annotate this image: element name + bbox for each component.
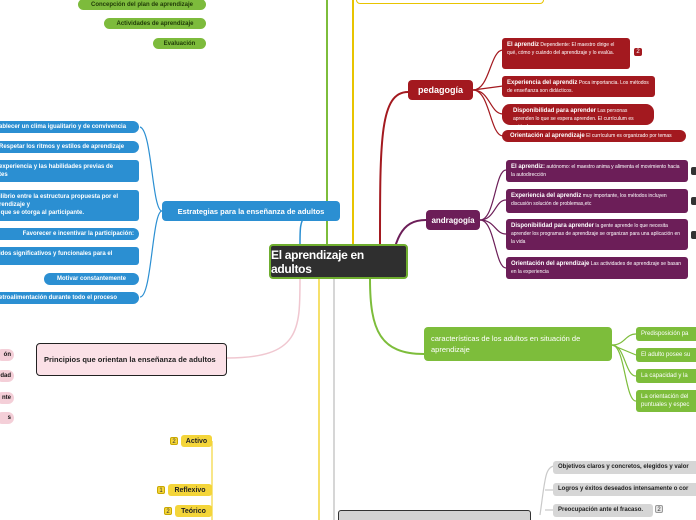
link-est-top bbox=[139, 126, 163, 212]
preocupacion-badge[interactable]: 2 bbox=[655, 505, 663, 513]
andragogia-item-disponibilidad[interactable]: Disponibilidad para aprender la gente ap… bbox=[506, 219, 688, 250]
estrategias-item-motivar[interactable]: Motivar constantemente bbox=[44, 273, 139, 285]
link-est-bottom bbox=[139, 210, 163, 298]
top-cut-node[interactable] bbox=[356, 0, 544, 4]
estrategias-item-equilibrio[interactable]: ilibrio entre la estructura propuesta po… bbox=[0, 190, 139, 221]
link-ped-2 bbox=[472, 85, 504, 91]
link-caracteristicas bbox=[369, 278, 425, 355]
estrategias-item-contenidos[interactable]: idos significativos y funcionales para e… bbox=[0, 247, 139, 265]
and-item-text: la gente aprende lo que necesita aprende… bbox=[511, 223, 680, 245]
caracteristicas-item-2[interactable]: El adulto posee su bbox=[636, 348, 696, 362]
estrategias-node[interactable]: Estrategias para la enseñanza de adultos bbox=[162, 201, 340, 221]
principios-item-4[interactable]: s bbox=[0, 412, 14, 424]
ped-item-text: Dependiente: El maestro dirige el qué, c… bbox=[507, 42, 615, 56]
principios-item-3[interactable]: nte bbox=[0, 392, 14, 404]
link-gray-1 bbox=[539, 465, 556, 516]
andragogia-item-orientacion[interactable]: Orientación del aprendizaje Las activida… bbox=[506, 257, 688, 279]
and-item-text: Las actividades de aprendizaje se basan … bbox=[511, 261, 682, 275]
top-left-item-concepcion[interactable]: Concepción del plan de aprendizaje bbox=[78, 0, 206, 10]
link-and-2 bbox=[479, 199, 507, 221]
caracteristicas-label: características de los adultos en situac… bbox=[431, 334, 581, 354]
ped-item-text: El currículum es organizado por temas bbox=[586, 133, 672, 139]
link-ped-4 bbox=[472, 89, 504, 137]
principios-item-1[interactable]: ón bbox=[0, 349, 14, 361]
bottom-left-item-reflexivo[interactable]: Reflexivo bbox=[168, 484, 212, 496]
pedagogia-badge[interactable]: 2 bbox=[634, 48, 642, 56]
link-and-1 bbox=[479, 169, 507, 221]
link-principios bbox=[226, 278, 301, 359]
central-topic[interactable]: El aprendizaje en adultos bbox=[269, 244, 408, 279]
estrategias-item-participacion[interactable]: Favorecer e incentivar la participación: bbox=[0, 228, 139, 240]
bottom-left-item-activo[interactable]: Activo bbox=[181, 435, 212, 447]
bottom-right-item-logros[interactable]: Logros y éxitos deseados intensamente o … bbox=[553, 483, 696, 496]
andragogia-node[interactable]: andragogía bbox=[426, 210, 480, 230]
bottom-left-item-teorico[interactable]: Teórico bbox=[175, 505, 212, 517]
andragogia-item-experiencia[interactable]: Experiencia del aprendiz muy importante,… bbox=[506, 189, 688, 213]
top-left-item-actividades[interactable]: Actividades de aprendizaje bbox=[104, 18, 206, 29]
estrategias-item-experiencia[interactable]: experiencia y las habilidades previas de… bbox=[0, 160, 139, 182]
andragogia-badge-2[interactable] bbox=[691, 197, 696, 205]
andragogia-item-aprendiz[interactable]: El aprendiz: autónomo: el maestro anima … bbox=[506, 160, 688, 182]
link-ped-1 bbox=[472, 49, 504, 91]
link-car-4 bbox=[611, 344, 637, 402]
estrategias-item-ritmos[interactable]: Respetar los ritmos y estilos de aprendi… bbox=[0, 141, 139, 153]
and-item-title: Experiencia del aprendiz bbox=[511, 193, 582, 199]
ped-item-title: Experiencia del aprendiz bbox=[507, 80, 578, 86]
principios-node[interactable]: Principios que orientan la enseñanza de … bbox=[36, 343, 227, 376]
pedagogia-item-aprendiz[interactable]: El aprendiz Dependiente: El maestro diri… bbox=[502, 38, 630, 69]
pedagogia-item-disponibilidad[interactable]: Disponibilidad para aprender Las persona… bbox=[502, 104, 654, 125]
activo-badge[interactable]: 2 bbox=[170, 437, 178, 445]
ped-item-text: Poca importancia. Los métodos de enseñan… bbox=[507, 80, 649, 94]
ped-item-text: Las personas aprenden lo que se espera a… bbox=[513, 108, 634, 125]
and-item-text: autónomo: el maestro anima y alimenta el… bbox=[511, 164, 680, 178]
ped-item-title: El aprendiz bbox=[507, 42, 540, 48]
central-title: El aprendizaje en adultos bbox=[271, 247, 364, 276]
bottom-right-item-objetivos[interactable]: Objetivos claros y concretos, elegidos y… bbox=[553, 461, 696, 474]
teorico-badge[interactable]: 2 bbox=[164, 507, 172, 515]
principios-label: Principios que orientan la enseñanza de … bbox=[44, 355, 216, 364]
and-item-title: El aprendiz: bbox=[511, 164, 546, 170]
caracteristicas-item-4[interactable]: La orientación del puntuales y espec bbox=[636, 390, 696, 412]
pedagogia-node[interactable]: pedagogía bbox=[408, 80, 473, 100]
link-car-1 bbox=[611, 333, 637, 346]
estrategias-item-retroalimentacion[interactable]: etroalimentación durante todo el proceso bbox=[0, 292, 139, 304]
estrategias-item-clima[interactable]: ablecer un clima igualitario y de conviv… bbox=[0, 121, 139, 133]
principios-item-2[interactable]: dad bbox=[0, 370, 14, 382]
and-item-title: Disponibilidad para aprender bbox=[511, 223, 595, 229]
caracteristicas-node[interactable]: características de los adultos en situac… bbox=[424, 327, 612, 361]
link-and-3 bbox=[479, 219, 507, 235]
and-item-title: Orientación del aprendizaje bbox=[511, 261, 590, 267]
pedagogia-item-orientacion[interactable]: Orientación al aprendizaje El currículum… bbox=[502, 130, 686, 142]
reflexivo-badge[interactable]: 1 bbox=[157, 486, 165, 494]
link-and-4 bbox=[479, 219, 507, 269]
pedagogia-item-experiencia[interactable]: Experiencia del aprendiz Poca importanci… bbox=[502, 76, 655, 97]
andragogia-badge-1[interactable] bbox=[691, 167, 696, 175]
and-item-text: muy importante, los métodos incluyen dis… bbox=[511, 193, 667, 207]
caracteristicas-item-3[interactable]: La capacidad y la bbox=[636, 369, 696, 383]
ped-item-title: Disponibilidad para aprender bbox=[513, 108, 597, 114]
ped-item-title: Orientación al aprendizaje bbox=[510, 133, 585, 139]
bottom-center-topic[interactable] bbox=[338, 510, 531, 520]
top-left-item-evaluacion[interactable]: Evaluación bbox=[153, 38, 206, 49]
caracteristicas-item-1[interactable]: Predisposición pa bbox=[636, 327, 696, 341]
bottom-right-item-preocupacion[interactable]: Preocupación ante el fracaso. bbox=[553, 504, 653, 517]
link-pedagogia bbox=[379, 91, 409, 245]
andragogia-badge-3[interactable] bbox=[691, 231, 696, 239]
